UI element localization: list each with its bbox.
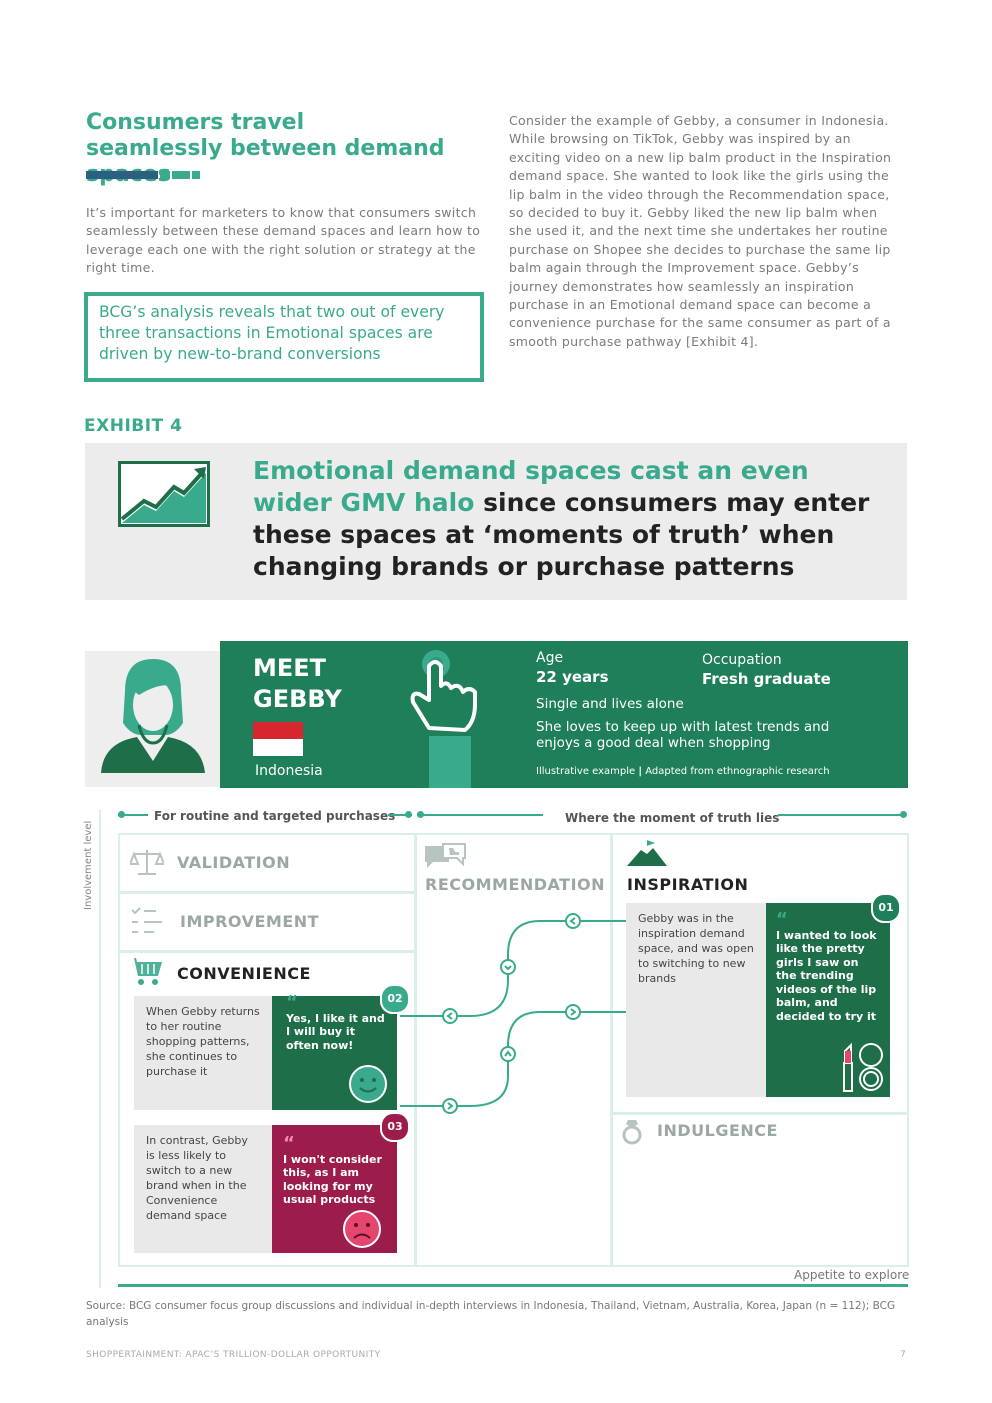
- quote-03-box: “I won't consider this, as I am looking …: [272, 1125, 397, 1253]
- headline-rest: since consumers may enter these spaces a…: [253, 488, 870, 581]
- improvement-box: [118, 892, 416, 952]
- callout-box: [84, 292, 484, 382]
- meet-title: MEET GEBBY: [253, 653, 342, 715]
- quote-01-number: 01: [871, 893, 901, 923]
- recommendation-label: RECOMMENDATION: [425, 875, 606, 894]
- x-axis-line: [118, 1284, 908, 1287]
- quote-02-box: “Yes, I like it and I will buy it often …: [272, 994, 397, 1110]
- quote-02-text: Yes, I like it and I will buy it often n…: [286, 1011, 385, 1052]
- routine-label: For routine and targeted purchases: [154, 809, 396, 823]
- quote-03-number: 03: [380, 1112, 410, 1142]
- inspiration-label: INSPIRATION: [627, 875, 749, 894]
- quote-01-text: I wanted to look like the pretty girls I…: [776, 928, 877, 1023]
- quote-01-box: “I wanted to look like the pretty girls …: [766, 903, 890, 1097]
- persona-description: She loves to keep up with latest trends …: [536, 719, 830, 751]
- improvement-label: IMPROVEMENT: [180, 912, 320, 931]
- mountain-flag-icon: [627, 840, 667, 866]
- note-adapted: Adapted from ethnographic research: [645, 766, 830, 777]
- headline-highlight: Emotional demand spaces cast an even wid…: [253, 456, 809, 517]
- quote-03-text: I won't consider this, as I am looking f…: [283, 1152, 382, 1207]
- status-text: Single and lives alone: [536, 696, 684, 712]
- convenience-label: CONVENIENCE: [177, 964, 311, 983]
- sad-face-icon: [342, 1209, 382, 1249]
- footer-publication: SHOPPERTAINMENT: APAC’S TRILLION-DOLLAR …: [86, 1350, 381, 1360]
- quote-03-context: In contrast, Gebby is less likely to swi…: [134, 1125, 272, 1253]
- routine-line-right: [388, 814, 412, 816]
- routine-line-left: [118, 814, 148, 816]
- chat-bubbles-icon: [423, 842, 467, 874]
- exhibit-label: EXHIBIT 4: [84, 416, 183, 436]
- age-value: 22 years: [536, 668, 609, 686]
- journey-path: [400, 900, 640, 1120]
- y-axis-line: [99, 810, 101, 1288]
- checklist-icon: [130, 906, 164, 936]
- y-axis-label: Involvement level: [83, 820, 94, 910]
- lip-balm-icon: [842, 1041, 886, 1093]
- section-title: Consumers travel seamlessly between dema…: [86, 110, 445, 187]
- persona-note: Illustrative example | Adapted from ethn…: [536, 766, 830, 777]
- age-label: Age: [536, 650, 564, 666]
- truth-line-right: [778, 814, 906, 816]
- validation-label: VALIDATION: [177, 853, 291, 872]
- occupation-label: Occupation: [702, 652, 782, 668]
- truth-dot-right: [900, 811, 907, 818]
- indonesia-flag-icon: [253, 722, 303, 756]
- title-underline: [86, 171, 200, 179]
- quote-01-context: Gebby was in the inspiration demand spac…: [626, 903, 766, 1097]
- quote-02-number: 02: [380, 984, 410, 1014]
- note-illustrative: Illustrative example: [536, 766, 636, 777]
- right-paragraph: Consider the example of Gebby, a consume…: [509, 113, 892, 349]
- persona-panel: [220, 641, 908, 788]
- tap-hand-icon: [405, 648, 485, 788]
- truth-line-left: [417, 814, 543, 816]
- intro-paragraph: It’s important for marketers to know tha…: [86, 205, 481, 276]
- growth-chart-icon: [118, 461, 210, 527]
- scale-icon: [128, 848, 166, 876]
- occupation-value: Fresh graduate: [702, 670, 831, 688]
- indulgence-label: INDULGENCE: [657, 1121, 778, 1140]
- exhibit-headline: Emotional demand spaces cast an even wid…: [253, 455, 873, 583]
- source-note: Source: BCG consumer focus group discuss…: [86, 1300, 896, 1328]
- indulgence-box: [611, 1113, 909, 1267]
- routine-dot-right: [405, 811, 412, 818]
- routine-dot-left: [118, 811, 125, 818]
- country-label: Indonesia: [255, 763, 323, 779]
- page-number: 7: [900, 1350, 906, 1360]
- truth-label: Where the moment of truth lies: [565, 811, 780, 825]
- meet-line-1: MEET: [253, 654, 327, 682]
- meet-line-2: GEBBY: [253, 685, 342, 713]
- x-axis-label: Appetite to explore: [794, 1268, 910, 1282]
- ring-icon: [620, 1118, 644, 1146]
- quote-02-context: When Gebby returns to her routine shoppi…: [134, 996, 272, 1110]
- persona-avatar: [85, 651, 220, 787]
- exhibit-banner: [85, 443, 907, 600]
- cart-icon: [128, 956, 164, 986]
- callout-text: BCG’s analysis reveals that two out of e…: [99, 303, 445, 363]
- happy-face-icon: [348, 1064, 388, 1104]
